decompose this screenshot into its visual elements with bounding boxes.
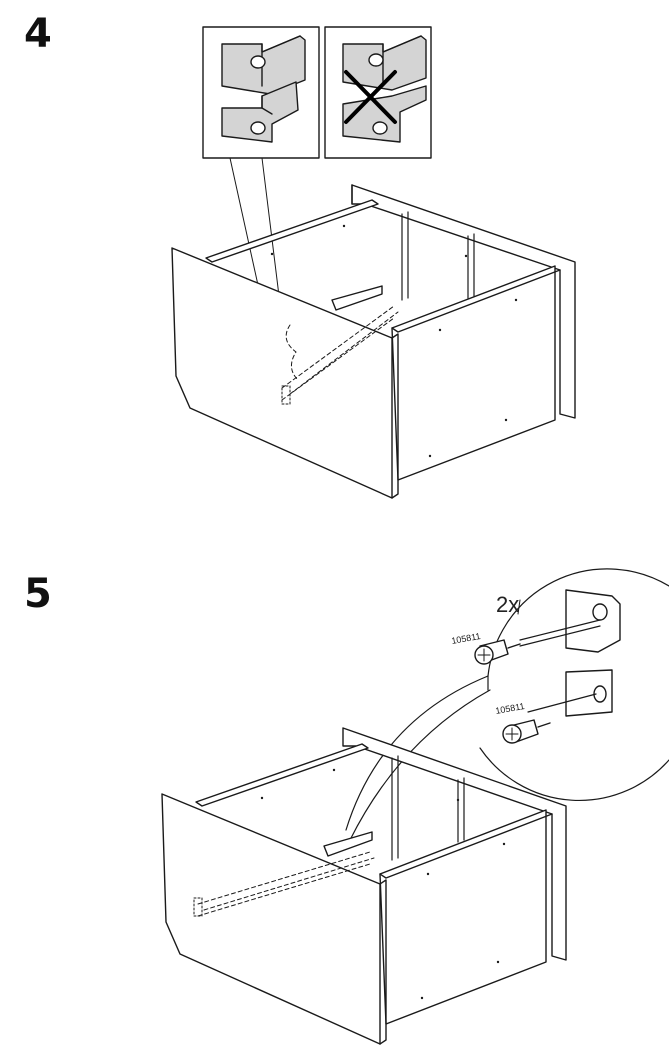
bracket-correct-icon [202, 26, 320, 159]
bracket-incorrect-icon [324, 26, 432, 159]
quantity-label: 2x [496, 592, 519, 617]
drawer-illustration [171, 184, 576, 499]
screw-detail-circle [345, 568, 669, 841]
drawer-illustration [161, 727, 567, 1045]
cross-mark-icon [344, 70, 397, 124]
part-label-1: 105811 [451, 631, 482, 646]
part-label-2: 105811 [495, 701, 526, 716]
screw-icon [474, 639, 521, 665]
screw-icon [502, 719, 551, 744]
step-number-5: 5 [24, 571, 52, 617]
step-number-4: 4 [24, 11, 52, 57]
